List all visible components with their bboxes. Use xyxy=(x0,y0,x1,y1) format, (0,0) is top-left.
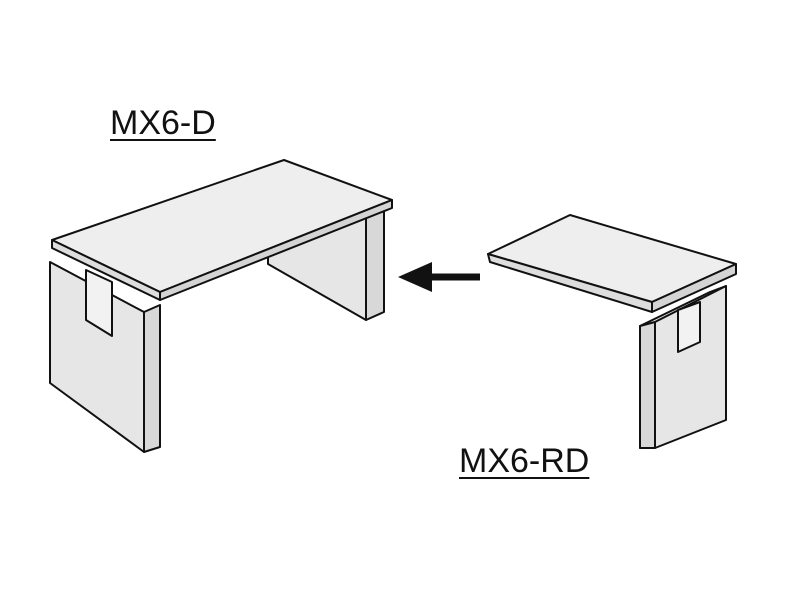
desk-mx6-d xyxy=(49,159,393,453)
return-top-slab xyxy=(487,214,737,313)
desk-bracket xyxy=(85,269,113,337)
desk-top-slab xyxy=(51,159,393,301)
return-mx6-rd xyxy=(487,214,737,449)
return-bracket xyxy=(677,301,701,353)
return-model-label: MX6-RD xyxy=(459,442,590,480)
desk-model-label: MX6-D xyxy=(110,104,216,142)
left-arrow-icon xyxy=(398,262,480,292)
return-leg-panel xyxy=(639,285,727,449)
